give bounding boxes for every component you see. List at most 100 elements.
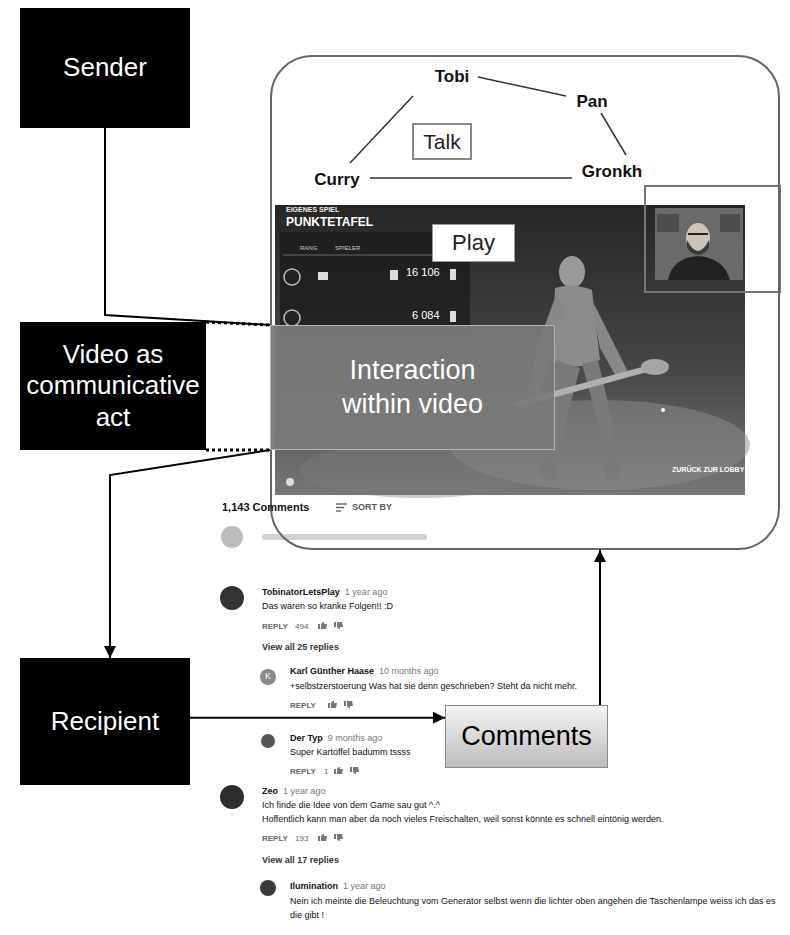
comment-date: 9 months ago (328, 733, 383, 744)
game-heading: PUNKTETAFEL (286, 215, 373, 229)
talk-box: Talk (412, 123, 472, 160)
comment-author: TobinatorLetsPlay (262, 587, 340, 598)
flow-arrow (110, 450, 270, 658)
comment-date: 1 year ago (345, 587, 388, 598)
recipient-box: Recipient (20, 658, 190, 785)
dislike-icon (334, 834, 343, 841)
like-icon-shape (328, 701, 337, 708)
fog-cloud (300, 442, 540, 498)
avatar-letter: K (260, 671, 276, 682)
like-icon (318, 834, 327, 841)
dislike-icon-shape (334, 834, 343, 841)
dotted-connector (206, 322, 270, 450)
user-avatar (220, 586, 244, 610)
comment-text: Nein ich meinte die Beleuchtung vom Gene… (290, 894, 782, 922)
rank-badge (284, 310, 300, 326)
speaker-name: Tobi (435, 67, 470, 87)
node-text: Recipient (26, 706, 184, 737)
comment-text: Ich finde die Idee von dem Game sau gut … (262, 800, 440, 811)
sender-box: Sender (20, 8, 190, 128)
dislike-icon-shape (334, 622, 343, 629)
rank-badge (284, 269, 300, 285)
sort-icon-line (336, 507, 344, 508)
webcam-beard (687, 240, 709, 255)
comment-section-graphics (220, 504, 427, 896)
replies-link: View all 25 replies (262, 642, 339, 653)
score-icon (450, 311, 456, 322)
score-value: 16 106 (406, 266, 440, 279)
webcam-glasses (688, 233, 708, 235)
dislike-icon (334, 622, 343, 629)
speaker-name: Pan (576, 92, 607, 112)
like-count: 1 (324, 767, 328, 777)
speaker-link (350, 96, 413, 163)
user-avatar (261, 734, 275, 748)
flow-arrow (190, 717, 445, 719)
flow-arrow (105, 128, 270, 325)
comment-count: 1,143 Comments (222, 501, 309, 514)
webcam-shelf (720, 214, 740, 232)
comment-date: 1 year ago (343, 881, 386, 892)
like-icon (318, 622, 327, 629)
webcam-outline (645, 186, 780, 292)
sort-icon-line (336, 503, 347, 504)
dislike-icon (350, 767, 359, 774)
comment-date: 10 months ago (379, 666, 439, 677)
score-icon (450, 269, 456, 280)
node-text: Sender (26, 52, 184, 83)
node-text: Comments (452, 721, 601, 752)
game-heading: EIGENES SPIEL (286, 206, 339, 214)
comments-box: Comments (445, 705, 608, 768)
like-count: 494 (295, 622, 308, 632)
like-icon (328, 701, 337, 708)
dislike-icon (344, 701, 353, 708)
speaker-link (370, 177, 572, 179)
speaker-link (478, 77, 566, 96)
blurred-input (262, 534, 427, 540)
webcam-picture (655, 208, 743, 280)
zombie-head (559, 256, 585, 288)
play-box: Play (432, 224, 515, 262)
reply-button: REPLY (262, 622, 288, 632)
sort-icon (336, 504, 347, 511)
table-header: SPIELER (335, 245, 360, 252)
comment-text: +selbstzerstoerung Was hat sie denn gesc… (290, 681, 577, 692)
comment-text: Hoffentlich kann man aber da noch vieles… (262, 814, 664, 825)
sort-icon-line (336, 510, 341, 511)
zombie-arm (590, 296, 628, 380)
node-text: Interaction within video (331, 354, 494, 422)
speaker-name: Curry (314, 170, 359, 190)
dislike-icon-shape (350, 767, 359, 774)
speaker-name: Gronkh (582, 162, 642, 182)
like-count: 193 (295, 834, 308, 844)
speaker-link (601, 113, 626, 155)
sort-label: SORT BY (352, 502, 392, 513)
comment-text: Super Kartoffel badumm tssss (290, 747, 410, 758)
comment-date: 1 year ago (283, 786, 326, 797)
score-value: 6 084 (412, 309, 440, 322)
comment-author: Zeo (262, 786, 278, 797)
like-icon-shape (334, 767, 343, 774)
webcam-shelf (657, 214, 679, 232)
player-icon (318, 272, 328, 280)
comment-text: Das waren so kranke Folgen!! :D (262, 601, 393, 612)
webcam-body (668, 256, 730, 280)
player-icon (390, 270, 398, 280)
user-avatar (260, 669, 276, 685)
video-act-box: Video as communicative act (20, 322, 206, 450)
crosshair-dot (661, 408, 665, 412)
reply-button: REPLY (290, 701, 316, 711)
like-icon-shape (318, 622, 327, 629)
dislike-icon-shape (344, 701, 353, 708)
flow-arrow (599, 550, 601, 705)
node-text: Talk (418, 130, 466, 154)
reply-button: REPLY (262, 834, 288, 844)
user-avatar (221, 526, 243, 548)
reply-button: REPLY (290, 767, 316, 777)
replies-link: View all 17 replies (262, 855, 339, 866)
menu-icon (286, 478, 294, 486)
interaction-box: Interaction within video (270, 325, 555, 450)
